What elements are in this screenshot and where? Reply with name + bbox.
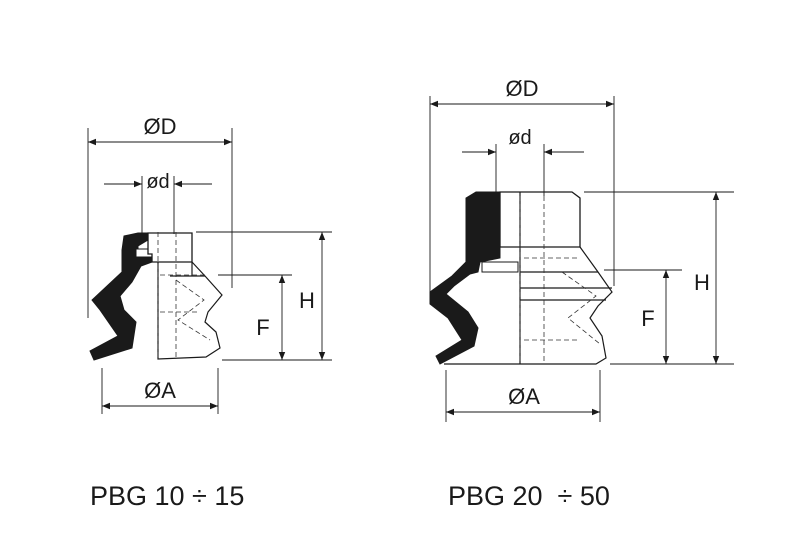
label-inner-diameter-small: ød <box>146 171 169 193</box>
section-profile-small <box>89 232 153 361</box>
label-outer-diameter-large: ØD <box>506 76 539 101</box>
bellows-small <box>157 261 223 360</box>
label-fold-height-large: F <box>641 306 654 331</box>
label-base-diameter-small: ØA <box>144 378 176 403</box>
fitting-small <box>147 232 193 263</box>
bellows-large <box>444 246 613 365</box>
label-outer-diameter-small: ØD <box>144 114 177 139</box>
suction-cup-small: ØD ød H F ØA PBG 10 ÷ 15 <box>87 114 332 511</box>
section-profile-large <box>429 246 501 365</box>
fitting-large <box>499 191 581 248</box>
label-height-large: H <box>694 270 710 295</box>
cap-block-large <box>465 191 501 248</box>
caption-small: PBG 10 ÷ 15 <box>90 481 244 511</box>
label-fold-height-small: F <box>256 315 269 340</box>
label-inner-diameter-large: ød <box>508 127 531 149</box>
caption-large: PBG 20 ÷ 50 <box>448 481 610 511</box>
label-base-diameter-large: ØA <box>508 384 540 409</box>
suction-cup-large: ØD ød H F ØA PBG 20 ÷ 50 <box>429 76 734 511</box>
label-height-small: H <box>299 288 315 313</box>
